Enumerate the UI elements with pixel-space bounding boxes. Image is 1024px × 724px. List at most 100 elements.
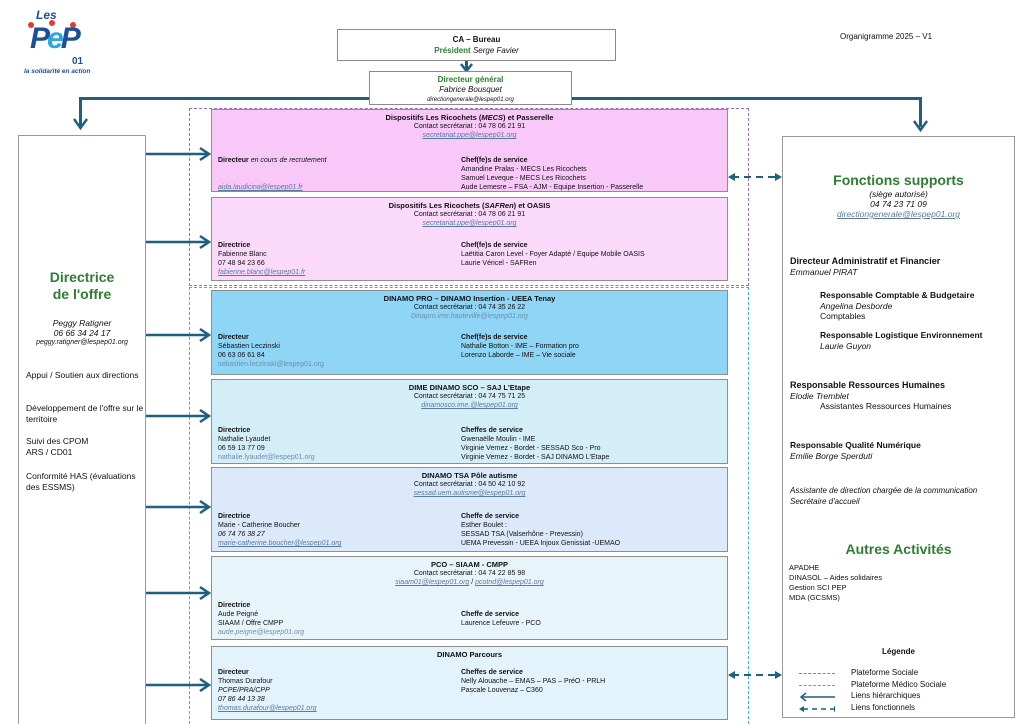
director-email[interactable]: aude.peigne@lespep01.org bbox=[218, 629, 305, 636]
establishment-emails: siaam01@lespep01.org / pcotnd@lespep01.o… bbox=[395, 579, 544, 586]
daf-item: Directeur Administratif et Financier Emm… bbox=[790, 256, 940, 277]
establishment-header: DINAMO TSA Pôle autisme Contact secrétar… bbox=[212, 468, 727, 498]
siege-email[interactable]: directiongenerale@lespep01.org bbox=[837, 209, 960, 219]
director-email[interactable]: thomas.durafour@lespep01.org bbox=[218, 705, 317, 712]
establishment-title: DINAMO TSA Pôle autisme bbox=[421, 471, 518, 480]
director-role: Directeur bbox=[218, 157, 249, 164]
plateforme-medico-sociale-frame bbox=[189, 287, 749, 724]
logo-tagline: la solidarité en action bbox=[24, 68, 91, 75]
activity-item: APADHE bbox=[789, 563, 820, 572]
director-name: Aude Peigné bbox=[218, 611, 259, 618]
chiefs-block: Cheffes de service Gwenaëlle Moulin - IM… bbox=[461, 426, 609, 462]
dg-email: directiongenerale@lespep01.org bbox=[427, 97, 514, 103]
chief-item: Samuel Leveque - MECS Les Ricochets bbox=[461, 175, 586, 182]
siege-phone: 04 74 23 71 09 bbox=[870, 199, 927, 209]
director-role: Directrice bbox=[218, 602, 251, 609]
plateforme-sociale-frame bbox=[189, 108, 749, 286]
logo-les: Les bbox=[36, 8, 57, 22]
chief-item: UEMA Prevessin - UEEA Injoux Genissiat -… bbox=[461, 540, 621, 547]
chiefs-role: Chef(fe)s de service bbox=[461, 334, 528, 341]
document-version: Organigramme 2025 – V1 bbox=[840, 32, 933, 41]
rle-title: Responsable Logistique Environnement bbox=[820, 330, 983, 340]
director-extra: PCPE/PRA/CPP bbox=[218, 687, 270, 694]
establishment-card: DINAMO PRO – DINAMO Insertion - UEEA Ten… bbox=[211, 290, 728, 375]
establishment-title: DINAMO PRO – DINAMO Insertion - UEEA Ten… bbox=[383, 294, 556, 303]
legend-dashed-double-arrow-icon bbox=[799, 706, 835, 712]
chiefs-role: Chef(fe)s de service bbox=[461, 157, 528, 164]
rcb-name: Angelina Desborde bbox=[820, 300, 893, 311]
rrh-team: Assistantes Ressources Humaines bbox=[820, 401, 952, 411]
director-name: Nathalie Lyaudet bbox=[218, 436, 271, 443]
establishment-contact: Contact secrétariat : 04 78 06 21 91 bbox=[413, 123, 526, 130]
activity-item: Gestion SCI PEP bbox=[789, 583, 847, 592]
rcb-item: Responsable Comptable & Budgetaire Angel… bbox=[820, 290, 974, 322]
ca-president: Président Serge Favier bbox=[338, 45, 615, 56]
establishment-title: Dispositifs Les Ricochets (SAFRen) et OA… bbox=[388, 201, 551, 210]
chief-item: Laëtitia Caron Level - Foyer Adapté / Eq… bbox=[461, 251, 645, 258]
establishment-email[interactable]: secretariat.ppe@lespep01.org bbox=[422, 220, 517, 227]
director-email[interactable]: sebastien.leczinski@lespep01.org bbox=[218, 361, 324, 368]
establishment-email[interactable]: siaam01@lespep01.org bbox=[395, 579, 470, 586]
director-role: Directrice bbox=[218, 242, 251, 249]
siege-label: (siège autorisé) bbox=[869, 189, 928, 199]
establishment-email-2[interactable]: pcotnd@lespep01.org bbox=[475, 579, 544, 586]
logo-pep: PeP bbox=[30, 22, 81, 55]
rle-item: Responsable Logistique Environnement Lau… bbox=[820, 330, 982, 351]
legend-label: Plateforme Sociale bbox=[851, 668, 919, 677]
directrice-offre-panel: Directrice de l'offre Peggy Ratigner 06 … bbox=[18, 135, 146, 724]
fonctions-supports-panel: Fonctions supports (siège autorisé) 04 7… bbox=[782, 136, 1015, 718]
establishment-title: Dispositifs Les Ricochets (MECS) et Pass… bbox=[385, 113, 554, 122]
assistant-communication: Assistante de direction chargée de la co… bbox=[790, 486, 978, 495]
establishment-card: DINAMO Parcours Directeur Thomas Durafou… bbox=[211, 646, 728, 720]
logo-dot bbox=[28, 22, 34, 28]
establishment-title: DINAMO Parcours bbox=[436, 650, 502, 659]
rrh-title: Responsable Ressources Humaines bbox=[790, 380, 946, 390]
rqn-title: Responsable Qualité Numérique bbox=[790, 440, 921, 450]
establishment-title: PCO – SIAAM - CMPP bbox=[430, 560, 509, 569]
chief-item: Virginie Vernez - Bordet - SAJ DINAMO L'… bbox=[461, 454, 610, 461]
director-email[interactable]: marie-catherine.boucher@lespep01.org bbox=[218, 540, 342, 547]
establishment-contact: Contact secrétariat : 04 74 22 85 98 bbox=[413, 570, 526, 577]
assistant-accueil: Secrétaire d'accueil bbox=[790, 496, 860, 506]
logo-dot bbox=[49, 20, 55, 26]
responsibility-item: Conformité HAS (évaluations des ESSMS) bbox=[26, 471, 136, 492]
responsibility-item: Développement de l'offre sur le territoi… bbox=[26, 403, 144, 424]
activity-item: DINASOL – Aides solidaires bbox=[789, 573, 883, 582]
establishment-card: DIME DINAMO SCO – SAJ L'Etape Contact se… bbox=[211, 379, 728, 464]
establishment-header: Dispositifs Les Ricochets (SAFRen) et OA… bbox=[212, 198, 727, 228]
chief-item: SESSAD TSA (Valserhône - Prevessin) bbox=[461, 531, 583, 538]
chief-item: Esther Boulet : bbox=[461, 522, 507, 529]
legend-label: Plateforme Médico Sociale bbox=[851, 680, 947, 689]
establishment-card: PCO – SIAAM - CMPP Contact secrétariat :… bbox=[211, 556, 728, 640]
establishment-contact: Contact secrétariat : 04 78 06 21 91 bbox=[413, 211, 526, 218]
chiefs-role: Chef(fe)s de service bbox=[461, 242, 528, 249]
functional-link-arrow bbox=[728, 173, 782, 181]
director-phone: 07 48 94 23 66 bbox=[218, 260, 265, 267]
director-name: Thomas Durafour bbox=[218, 678, 273, 685]
chief-item: Gwenaëlle Moulin - IME bbox=[461, 436, 536, 443]
chiefs-block: Cheffe de service Laurence Lefeuvre - PC… bbox=[461, 610, 541, 628]
director-role: Directeur bbox=[218, 334, 249, 341]
director-note: en cours de recrutement bbox=[250, 157, 327, 164]
director-phone: 06 59 13 77 09 bbox=[218, 445, 265, 452]
establishment-card: DINAMO TSA Pôle autisme Contact secrétar… bbox=[211, 467, 728, 552]
chief-item: Amandine Pralas - MECS Les Ricochets bbox=[461, 166, 587, 173]
director-phone: 06 63 06 61 84 bbox=[218, 352, 265, 359]
left-title-line1: Directrice bbox=[49, 269, 115, 285]
connector-dg-left bbox=[79, 97, 369, 100]
chief-item: Aude Lemesre – FSA - AJM - Equipe Insert… bbox=[461, 184, 644, 191]
director-email[interactable]: fabienne.blanc@lespep01.fr bbox=[218, 269, 306, 276]
arrow-down-icon bbox=[72, 118, 89, 130]
establishment-email[interactable]: secretariat.ppe@lespep01.org bbox=[422, 132, 517, 139]
establishment-email[interactable]: dinamosco.ime.@lespep01.org bbox=[421, 402, 518, 409]
establishment-header: DINAMO PRO – DINAMO Insertion - UEEA Ten… bbox=[212, 291, 727, 321]
director-email[interactable]: aida.laudicina@lespep01.fr bbox=[218, 184, 303, 191]
director-role: Directrice bbox=[218, 513, 251, 520]
establishment-email[interactable]: sessad.uem.autisme@lespep01.org bbox=[413, 490, 526, 497]
establishment-email[interactable]: Dinapro.ime.hauteville@lespep01.org bbox=[411, 313, 528, 320]
left-title-line2: de l'offre bbox=[52, 286, 112, 302]
directeur-general-box: Directeur général Fabrice Bousquet direc… bbox=[369, 71, 572, 105]
chiefs-block: Chef(fe)s de service Laëtitia Caron Leve… bbox=[461, 241, 645, 268]
director-email[interactable]: nathalie.lyaudet@lespep01.org bbox=[218, 454, 315, 461]
director-phone: 07 86 44 13 38 bbox=[218, 696, 265, 703]
